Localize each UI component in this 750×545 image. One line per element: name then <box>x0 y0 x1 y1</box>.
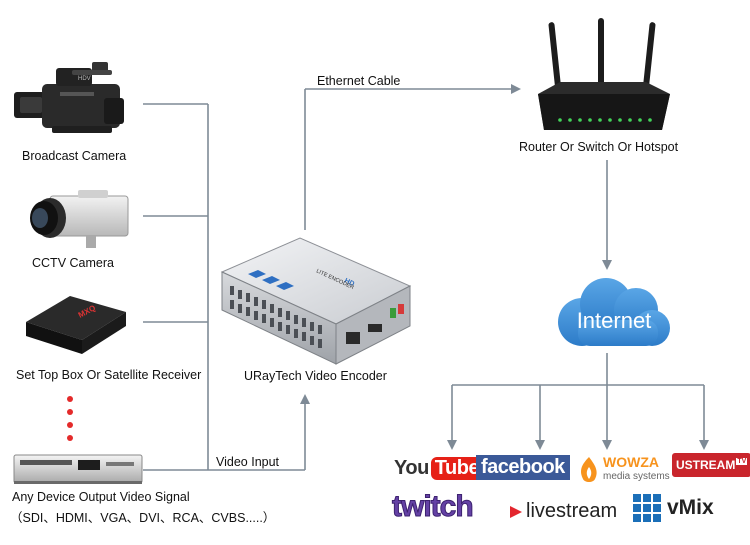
set-top-box-icon: MXQ <box>26 296 126 354</box>
generic-device-icon <box>13 454 143 484</box>
facebook-logo: facebook <box>476 455 570 480</box>
twitch-logo: twitch <box>392 490 475 524</box>
youtube-you-text: You <box>394 457 429 479</box>
encoder-badge-text: HD <box>343 277 355 288</box>
router-icon <box>538 18 670 130</box>
ustream-text: USTREAM <box>676 458 736 472</box>
set-top-box-label: Set Top Box Or Satellite Receiver <box>16 368 202 382</box>
ethernet-cable-label: Ethernet Cable <box>317 74 401 88</box>
internet-cloud-icon: Internet <box>558 278 670 346</box>
ustream-tv-text: TV <box>736 458 748 465</box>
more-devices-dots <box>67 396 73 441</box>
cctv-camera-label: CCTV Camera <box>32 256 114 270</box>
vmix-text: vMix <box>667 496 714 519</box>
any-device-label-line2: （SDI、HDMI、VGA、DVI、RCA、CVBS.....） <box>10 511 276 525</box>
video-input-label: Video Input <box>216 455 280 469</box>
router-label: Router Or Switch Or Hotspot <box>519 140 679 154</box>
youtube-tube-text: Tube <box>430 457 484 480</box>
encoder-label: URayTech Video Encoder <box>244 369 387 383</box>
any-device-label-line1: Any Device Output Video Signal <box>12 490 190 504</box>
broadcast-camera-icon: HDV <box>14 62 124 133</box>
internet-label: Internet <box>577 308 652 333</box>
wowza-text: WOWZA <box>603 454 659 470</box>
camera-brand-text: HDV <box>78 76 91 82</box>
wowza-flame-icon <box>581 457 597 482</box>
vmix-grid-icon <box>633 494 661 522</box>
video-encoder-icon: HD LITE ENCODER <box>220 237 412 365</box>
cctv-camera-icon <box>30 190 129 248</box>
wowza-logo: WOWZA media systems <box>577 453 670 487</box>
wowza-sub-text: media systems <box>603 471 670 482</box>
livestream-text: livestream <box>526 500 618 522</box>
broadcast-camera-label: Broadcast Camera <box>22 149 127 163</box>
livestream-play-icon <box>510 506 522 518</box>
